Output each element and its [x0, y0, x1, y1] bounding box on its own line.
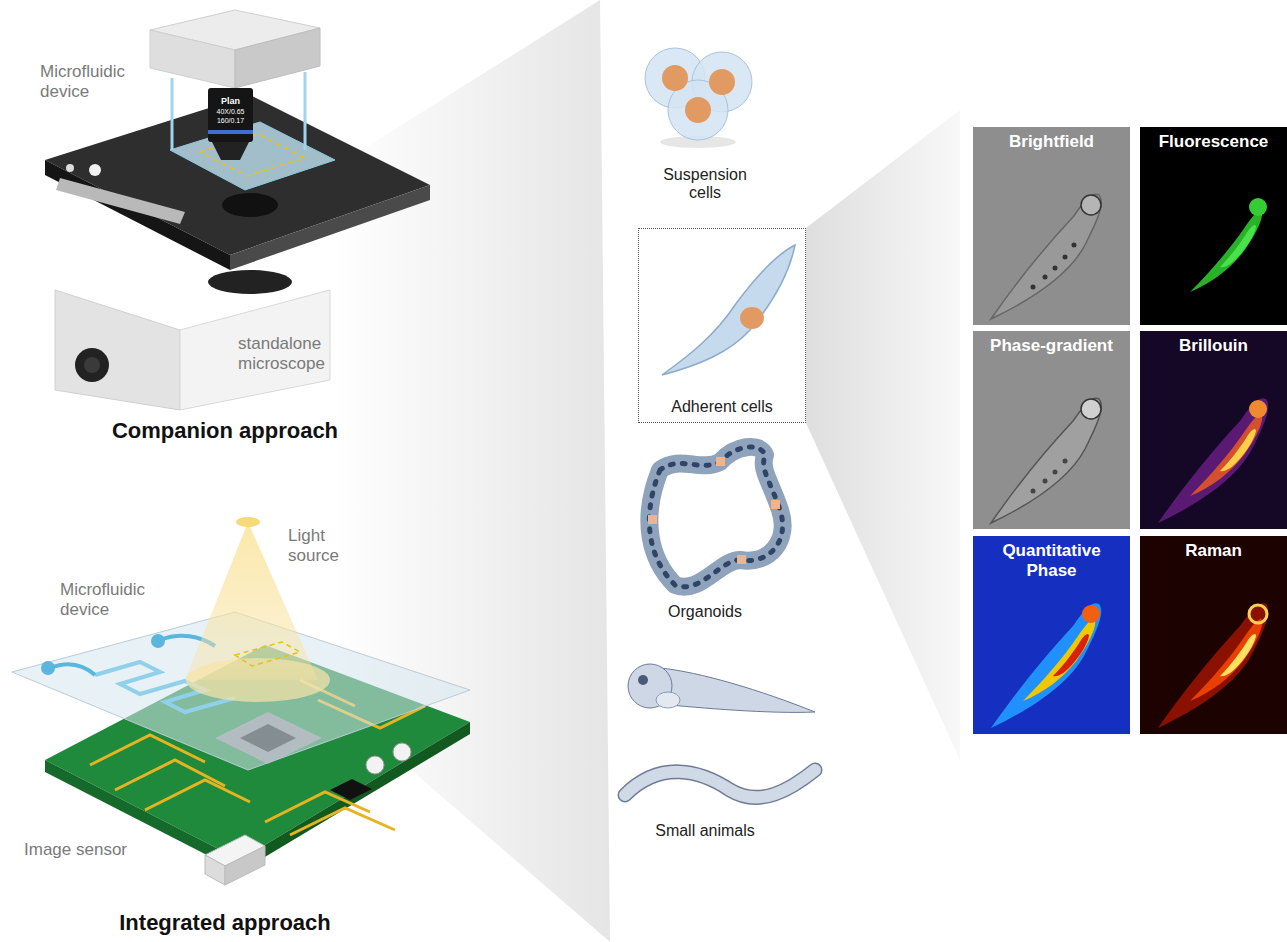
panel-title: Quantitative Phase: [993, 541, 1111, 580]
part-label: standalone microscope: [238, 334, 338, 373]
sample-label: Small animals: [630, 822, 780, 840]
objective-text: 160/0.17: [206, 117, 255, 125]
part-label: Light source: [288, 526, 363, 565]
image-panel: Raman: [1140, 536, 1287, 734]
projection-funnel: [330, 0, 610, 942]
quantitative-phase-image: [973, 536, 1130, 734]
integrated-device: [12, 517, 470, 885]
sample-label: Organoids: [630, 603, 780, 621]
adherent-cell-icon: [662, 245, 795, 375]
phase-gradient-image: [973, 331, 1130, 529]
objective-text: Plan: [208, 96, 253, 106]
objective-text: 40X/0.65: [206, 108, 255, 116]
panel-title: Fluorescence: [1144, 132, 1283, 152]
image-panel: Brillouin: [1140, 331, 1287, 529]
sample-label: Suspension cells: [650, 166, 760, 203]
image-panel: Fluorescence: [1140, 127, 1287, 325]
part-label: Microfluidic device: [60, 580, 160, 619]
fluorescence-image: [1140, 127, 1287, 325]
sample-label: Adherent cells: [645, 398, 799, 416]
brightfield-image: [973, 127, 1130, 325]
brillouin-image: [1140, 331, 1287, 529]
raman-image: [1140, 536, 1287, 734]
image-panel: Brightfield: [973, 127, 1130, 325]
section-title: Integrated approach: [60, 910, 390, 935]
suspension-cells-icon: [645, 48, 752, 148]
panel-title: Brillouin: [1144, 336, 1283, 356]
panel-title: Brightfield: [977, 132, 1126, 152]
panel-title: Raman: [1144, 541, 1283, 561]
section-title: Companion approach: [60, 418, 390, 443]
image-panel: Phase-gradient: [973, 331, 1130, 529]
panel-title: Phase-gradient: [977, 336, 1126, 356]
part-label: Microfluidic device: [40, 62, 140, 101]
sample-box: Adherent cells: [638, 228, 806, 423]
part-label: Image sensor: [24, 840, 174, 860]
image-panel: Quantitative Phase: [973, 536, 1130, 734]
organoid-icon: [648, 447, 783, 587]
projection-funnel: [806, 110, 960, 760]
small-animals-icon: [625, 664, 815, 797]
